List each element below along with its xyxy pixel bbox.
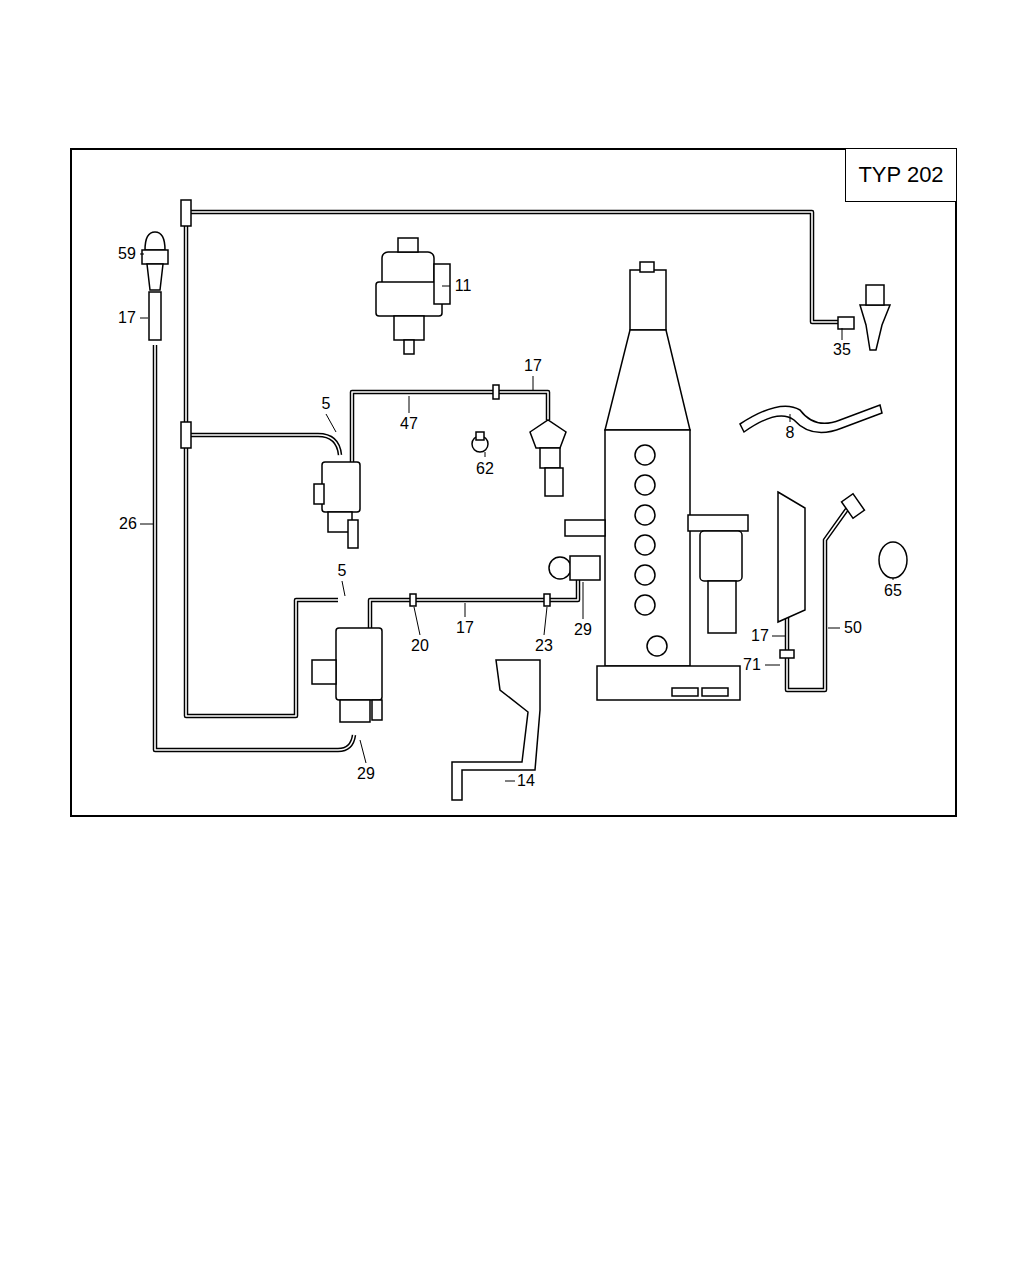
callout-number: 59 [117,245,137,263]
callout-number: 5 [321,395,332,413]
callout-number: 5 [337,562,348,580]
title-text: TYP 202 [858,162,943,188]
callout-number: 17 [750,627,770,645]
callout-number: 65 [883,582,903,600]
callout-number: 29 [573,621,593,639]
callout-number: 50 [843,619,863,637]
title-box: TYP 202 [845,149,956,202]
callout-number: 11 [454,277,473,295]
callout-number: 14 [516,772,536,790]
callout-number: 20 [410,637,430,655]
callout-number: 35 [832,341,852,359]
callout-number: 17 [523,357,543,375]
callout-number: 47 [399,415,419,433]
callout-number: 17 [117,309,137,327]
callout-number: 26 [118,515,138,533]
callout-number: 17 [455,619,475,637]
callout-number: 71 [742,656,762,674]
callout-number: 23 [534,637,554,655]
callout-number: 29 [356,765,376,783]
callout-number: 62 [475,460,495,478]
callout-number: 8 [785,424,796,442]
